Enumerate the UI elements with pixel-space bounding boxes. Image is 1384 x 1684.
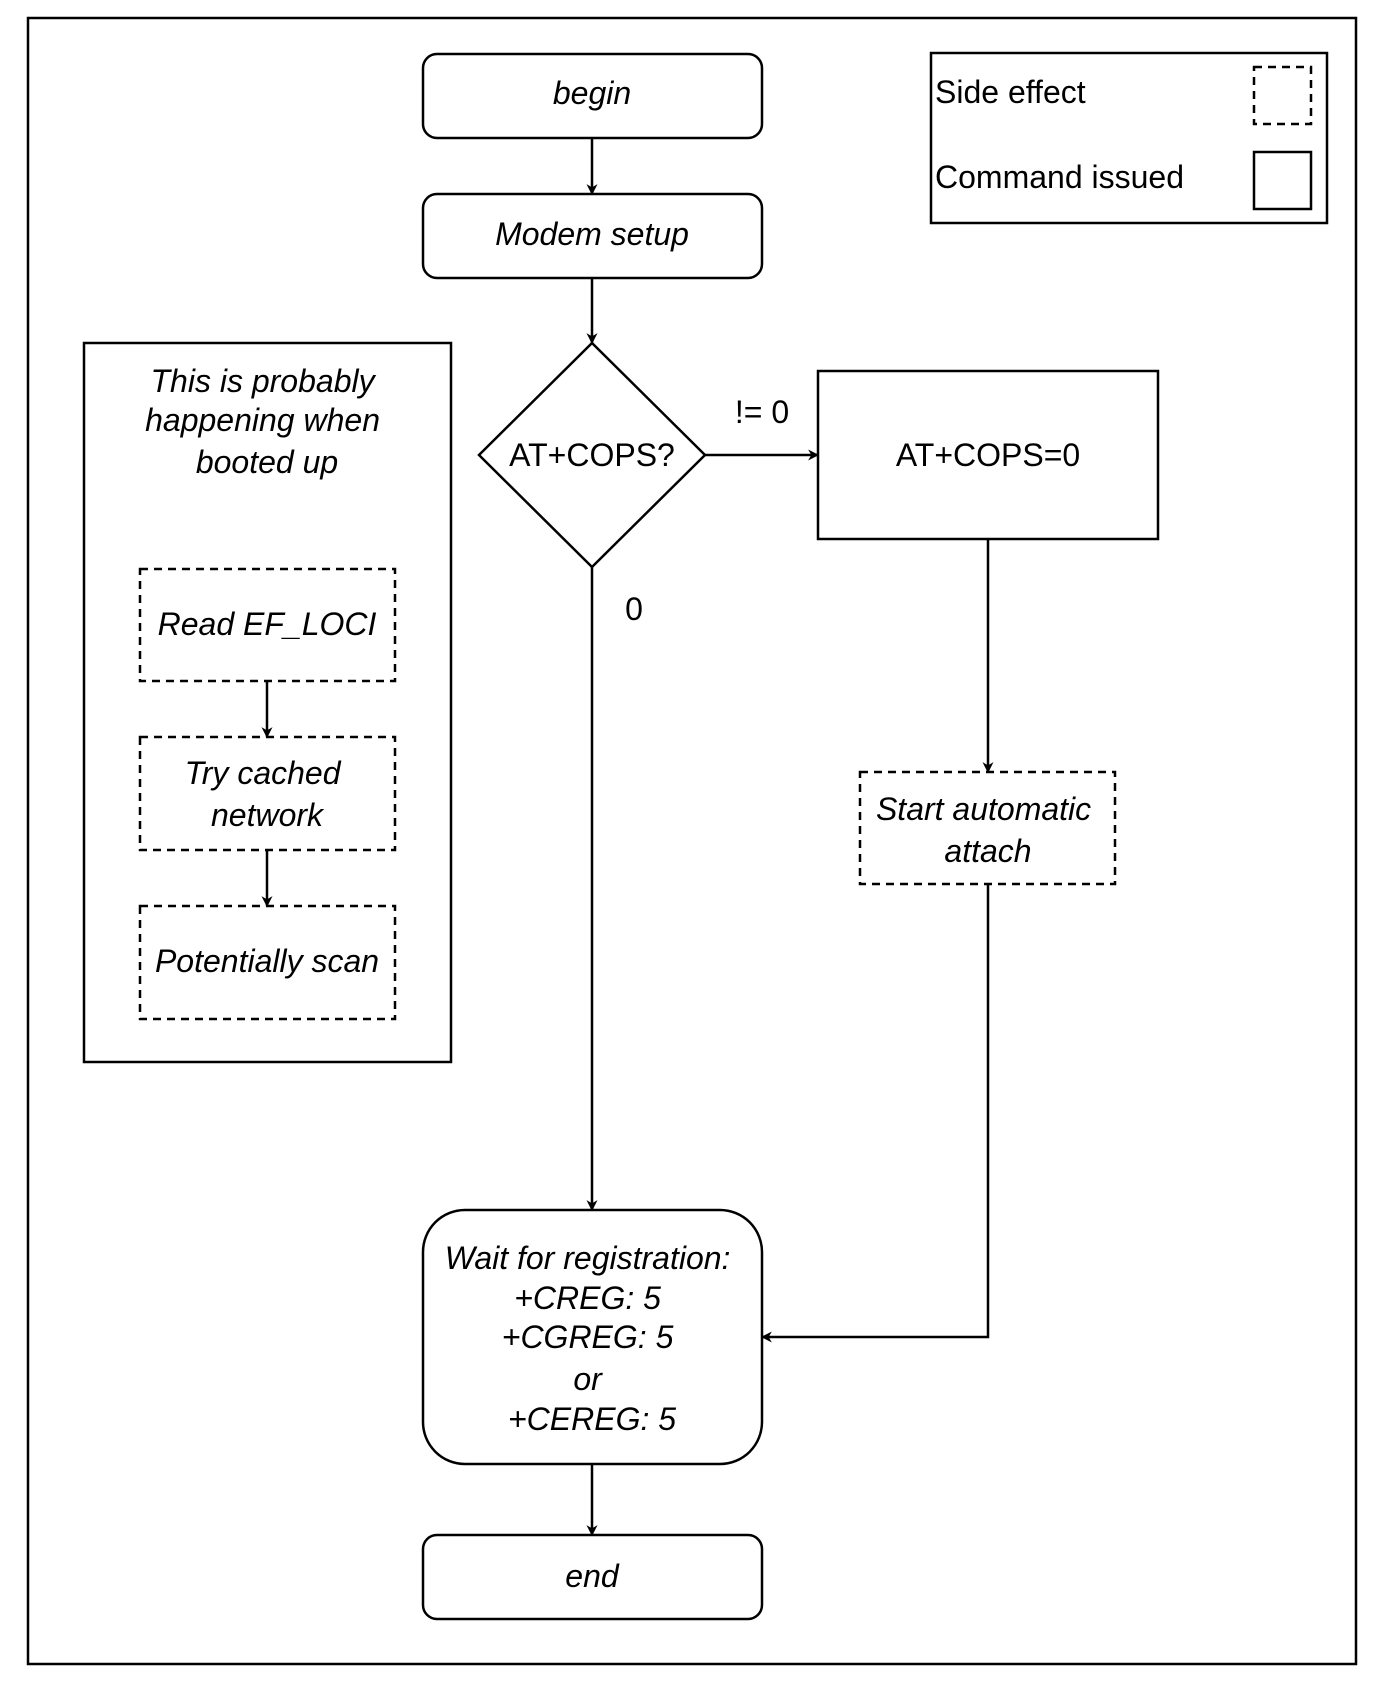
modem-setup-node: Modem setup: [421, 192, 764, 280]
wait-line-4: or: [573, 1361, 603, 1397]
try-cached-network-node: Try cached network: [138, 735, 397, 852]
boot-panel-title-line-2: happening when: [145, 402, 380, 438]
wait-line-1: Wait for registration:: [445, 1240, 731, 1276]
begin-node: begin: [421, 52, 764, 140]
boot-panel-title-line-1: This is probably: [151, 363, 377, 399]
potentially-scan-node: Potentially scan: [138, 904, 397, 1021]
cops-command-node: AT+COPS=0: [816, 369, 1160, 541]
potentially-scan-label: Potentially scan: [155, 943, 379, 979]
wait-line-2: +CREG: 5: [514, 1280, 661, 1316]
legend-dashed-swatch: [1252, 65, 1313, 126]
try-cached-network-label: Try cached network: [185, 755, 350, 833]
branch-zero-label: 0: [625, 591, 643, 627]
legend: Side effect Command issued: [929, 51, 1329, 225]
try-cached-network-line-2: network: [211, 797, 325, 833]
decision-node: AT+COPS?: [477, 341, 707, 569]
edge-attach-to-wait: [760, 884, 990, 1343]
end-node: end: [421, 1533, 764, 1621]
read-ef-loci-node: Read EF_LOCI: [138, 567, 397, 683]
boot-panel-title-line-3: booted up: [196, 444, 338, 480]
wait-line-5: +CEREG: 5: [508, 1401, 676, 1437]
wait-registration-node: Wait for registration: +CREG: 5 +CGREG: …: [421, 1208, 764, 1466]
auto-attach-line-1: Start automatic: [876, 791, 1091, 827]
modem-setup-label: Modem setup: [495, 216, 689, 252]
boot-panel-title: This is probably happening when booted u…: [145, 363, 389, 480]
boot-panel: This is probably happening when booted u…: [82, 341, 453, 1064]
branch-nonzero-label: != 0: [735, 394, 789, 430]
decision-label: AT+COPS?: [509, 437, 675, 473]
legend-command-issued-label: Command issued: [935, 159, 1184, 195]
end-label: end: [565, 1558, 620, 1594]
auto-attach-node: Start automatic attach: [858, 770, 1117, 886]
cops-command-label: AT+COPS=0: [896, 437, 1080, 473]
try-cached-network-line-1: Try cached: [185, 755, 342, 791]
auto-attach-label: Start automatic attach: [876, 791, 1100, 869]
begin-label: begin: [553, 75, 631, 111]
wait-line-3: +CGREG: 5: [502, 1319, 674, 1355]
wait-registration-label: Wait for registration: +CREG: 5 +CGREG: …: [445, 1240, 740, 1437]
auto-attach-line-2: attach: [944, 833, 1031, 869]
legend-side-effect-label: Side effect: [935, 74, 1086, 110]
read-ef-loci-label: Read EF_LOCI: [158, 606, 377, 642]
legend-solid-swatch: [1252, 150, 1313, 211]
